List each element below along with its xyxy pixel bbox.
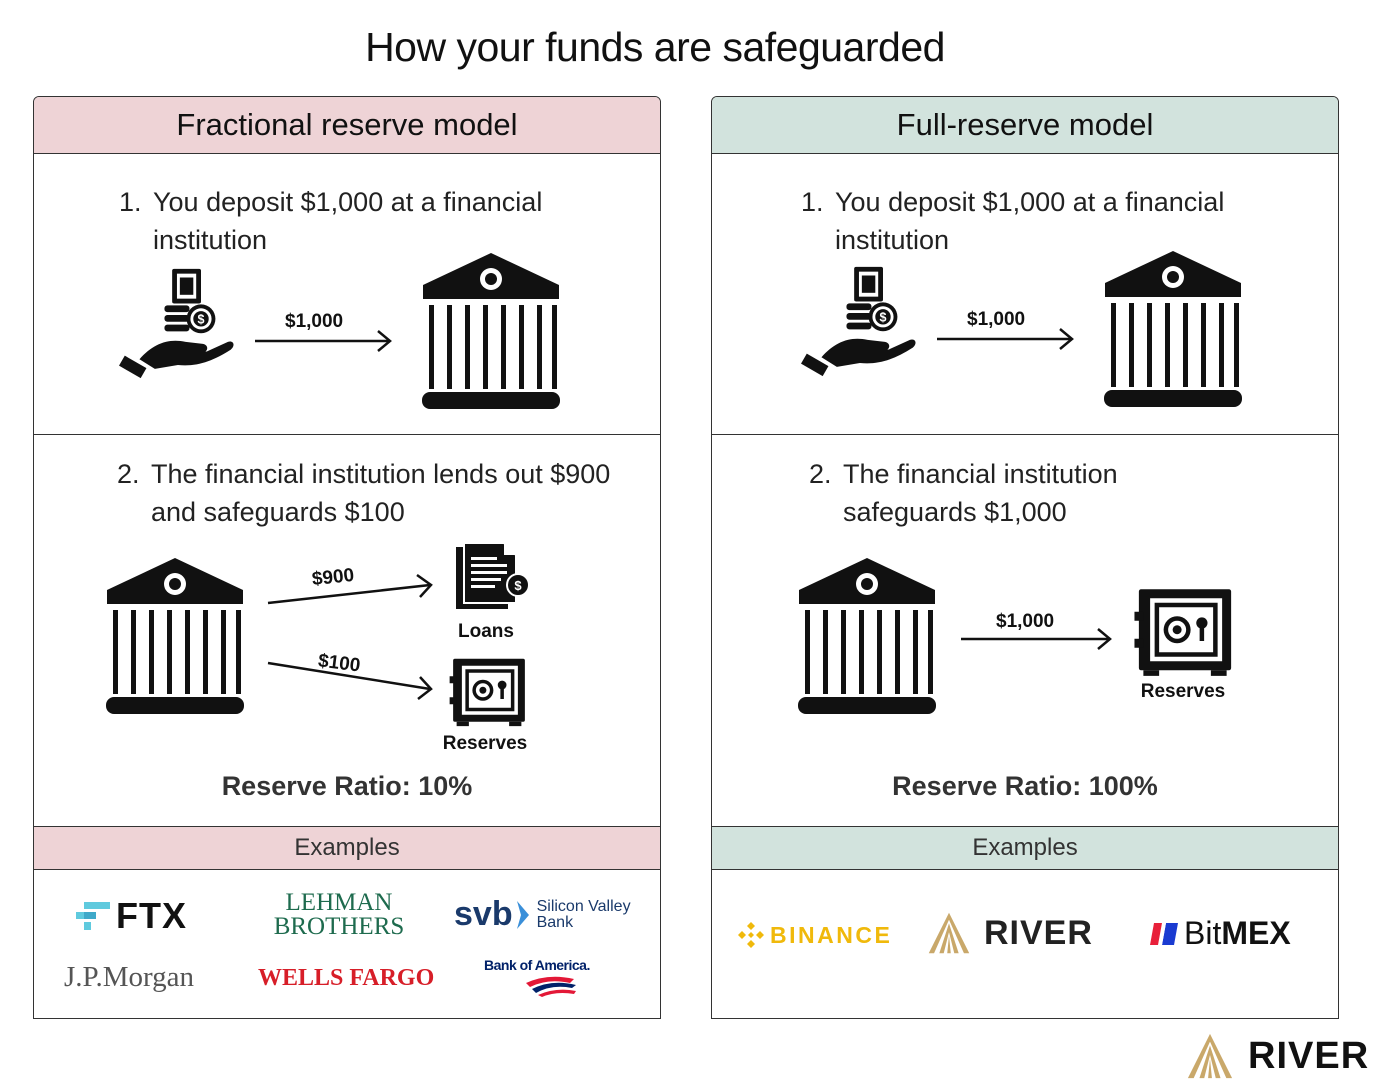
divider [712,434,1338,435]
bofa-flag-icon [526,976,576,997]
binance-text: BINANCE [770,921,893,948]
right-deposit-amount: $1,000 [967,309,1026,330]
right-step2-text: The financial institution safeguards $1,… [843,459,1118,527]
vault-icon [1133,587,1237,677]
river-text: RIVER [984,913,1093,952]
lehman-line2: BROTHERS [273,913,405,940]
right-step2-number: 2. [809,459,832,489]
lehman-logo: LEHMAN BROTHERS [269,889,409,940]
svb-subtitle: Silicon Valley Bank [536,897,631,931]
right-step1-number: 1. [801,187,824,217]
bofa-logo: Bank of America. [484,957,614,1002]
page-title: How your funds are safeguarded [365,24,945,70]
footer-brand-text: RIVER [1248,1034,1370,1077]
bitmex-icon [1150,922,1178,945]
bank-icon [105,556,245,716]
reserves-label: Reserves [442,733,528,754]
jpmorgan-logo: J.P.Morgan [64,961,194,993]
binance-logo: BINANCE [736,920,892,950]
wellsfargo-logo: WELLS FARGO [258,965,435,991]
ftx-logo: FTX [76,895,187,937]
river-logo: RIVER [924,911,1093,955]
lehman-line1: LEHMAN [285,889,393,916]
left-deposit-amount: $1,000 [285,311,344,332]
left-step1-number: 1. [119,187,142,217]
full-reserve-header: Full-reserve model [712,97,1338,154]
full-reserve-panel: Full-reserve model 1. You deposit $1,000… [711,96,1339,1019]
fractional-reserve-header: Fractional reserve model [34,97,660,154]
binance-icon [738,922,764,948]
bank-icon [797,556,937,716]
loans-label: Loans [458,621,514,642]
arrow-icon [267,661,433,700]
bofa-text: Bank of America. [484,957,590,973]
svb-logo: svb Silicon Valley Bank [454,895,631,934]
river-logo-icon [924,911,974,955]
reserve-ratio: Reserve Ratio: 100% [892,771,1158,801]
divider [34,434,660,435]
vault-icon [444,657,534,727]
river-logo-icon [1186,1032,1234,1080]
bank-icon [1103,249,1243,409]
examples-header: Examples [34,826,660,870]
right-reserves-amount: $1,000 [996,611,1055,632]
hand-money-icon [116,265,236,390]
right-reserves-label: Reserves [1140,681,1226,702]
examples-header: Examples [712,826,1338,870]
bank-icon [421,251,561,411]
arrow-icon [961,628,1112,650]
bitmex-bit-text: Bit [1184,915,1222,951]
bitmex-mex-text: MEX [1221,915,1291,951]
svb-sub-line2: Bank [536,913,574,931]
svb-chevron-icon [516,900,529,929]
ftx-icon [76,902,110,930]
left-step2-text: The financial institution lends out $900… [151,459,611,527]
fractional-reserve-panel: Fractional reserve model 1. You deposit … [33,96,661,1019]
reserve-ratio: Reserve Ratio: 10% [221,771,473,801]
svb-text: svb [454,895,513,933]
left-step2-number: 2. [117,459,140,489]
hand-money-icon [798,263,918,388]
arrow-icon [267,573,433,605]
left-step1-text: You deposit $1,000 at a financial instit… [153,187,543,255]
footer-brand: RIVER [1186,1032,1369,1080]
right-step1-text: You deposit $1,000 at a financial instit… [835,187,1225,255]
arrow-icon [255,330,392,352]
arrow-icon [937,328,1074,350]
ftx-text: FTX [116,895,187,936]
documents-icon [454,543,534,613]
svb-sub-line1: Silicon Valley [536,897,631,915]
